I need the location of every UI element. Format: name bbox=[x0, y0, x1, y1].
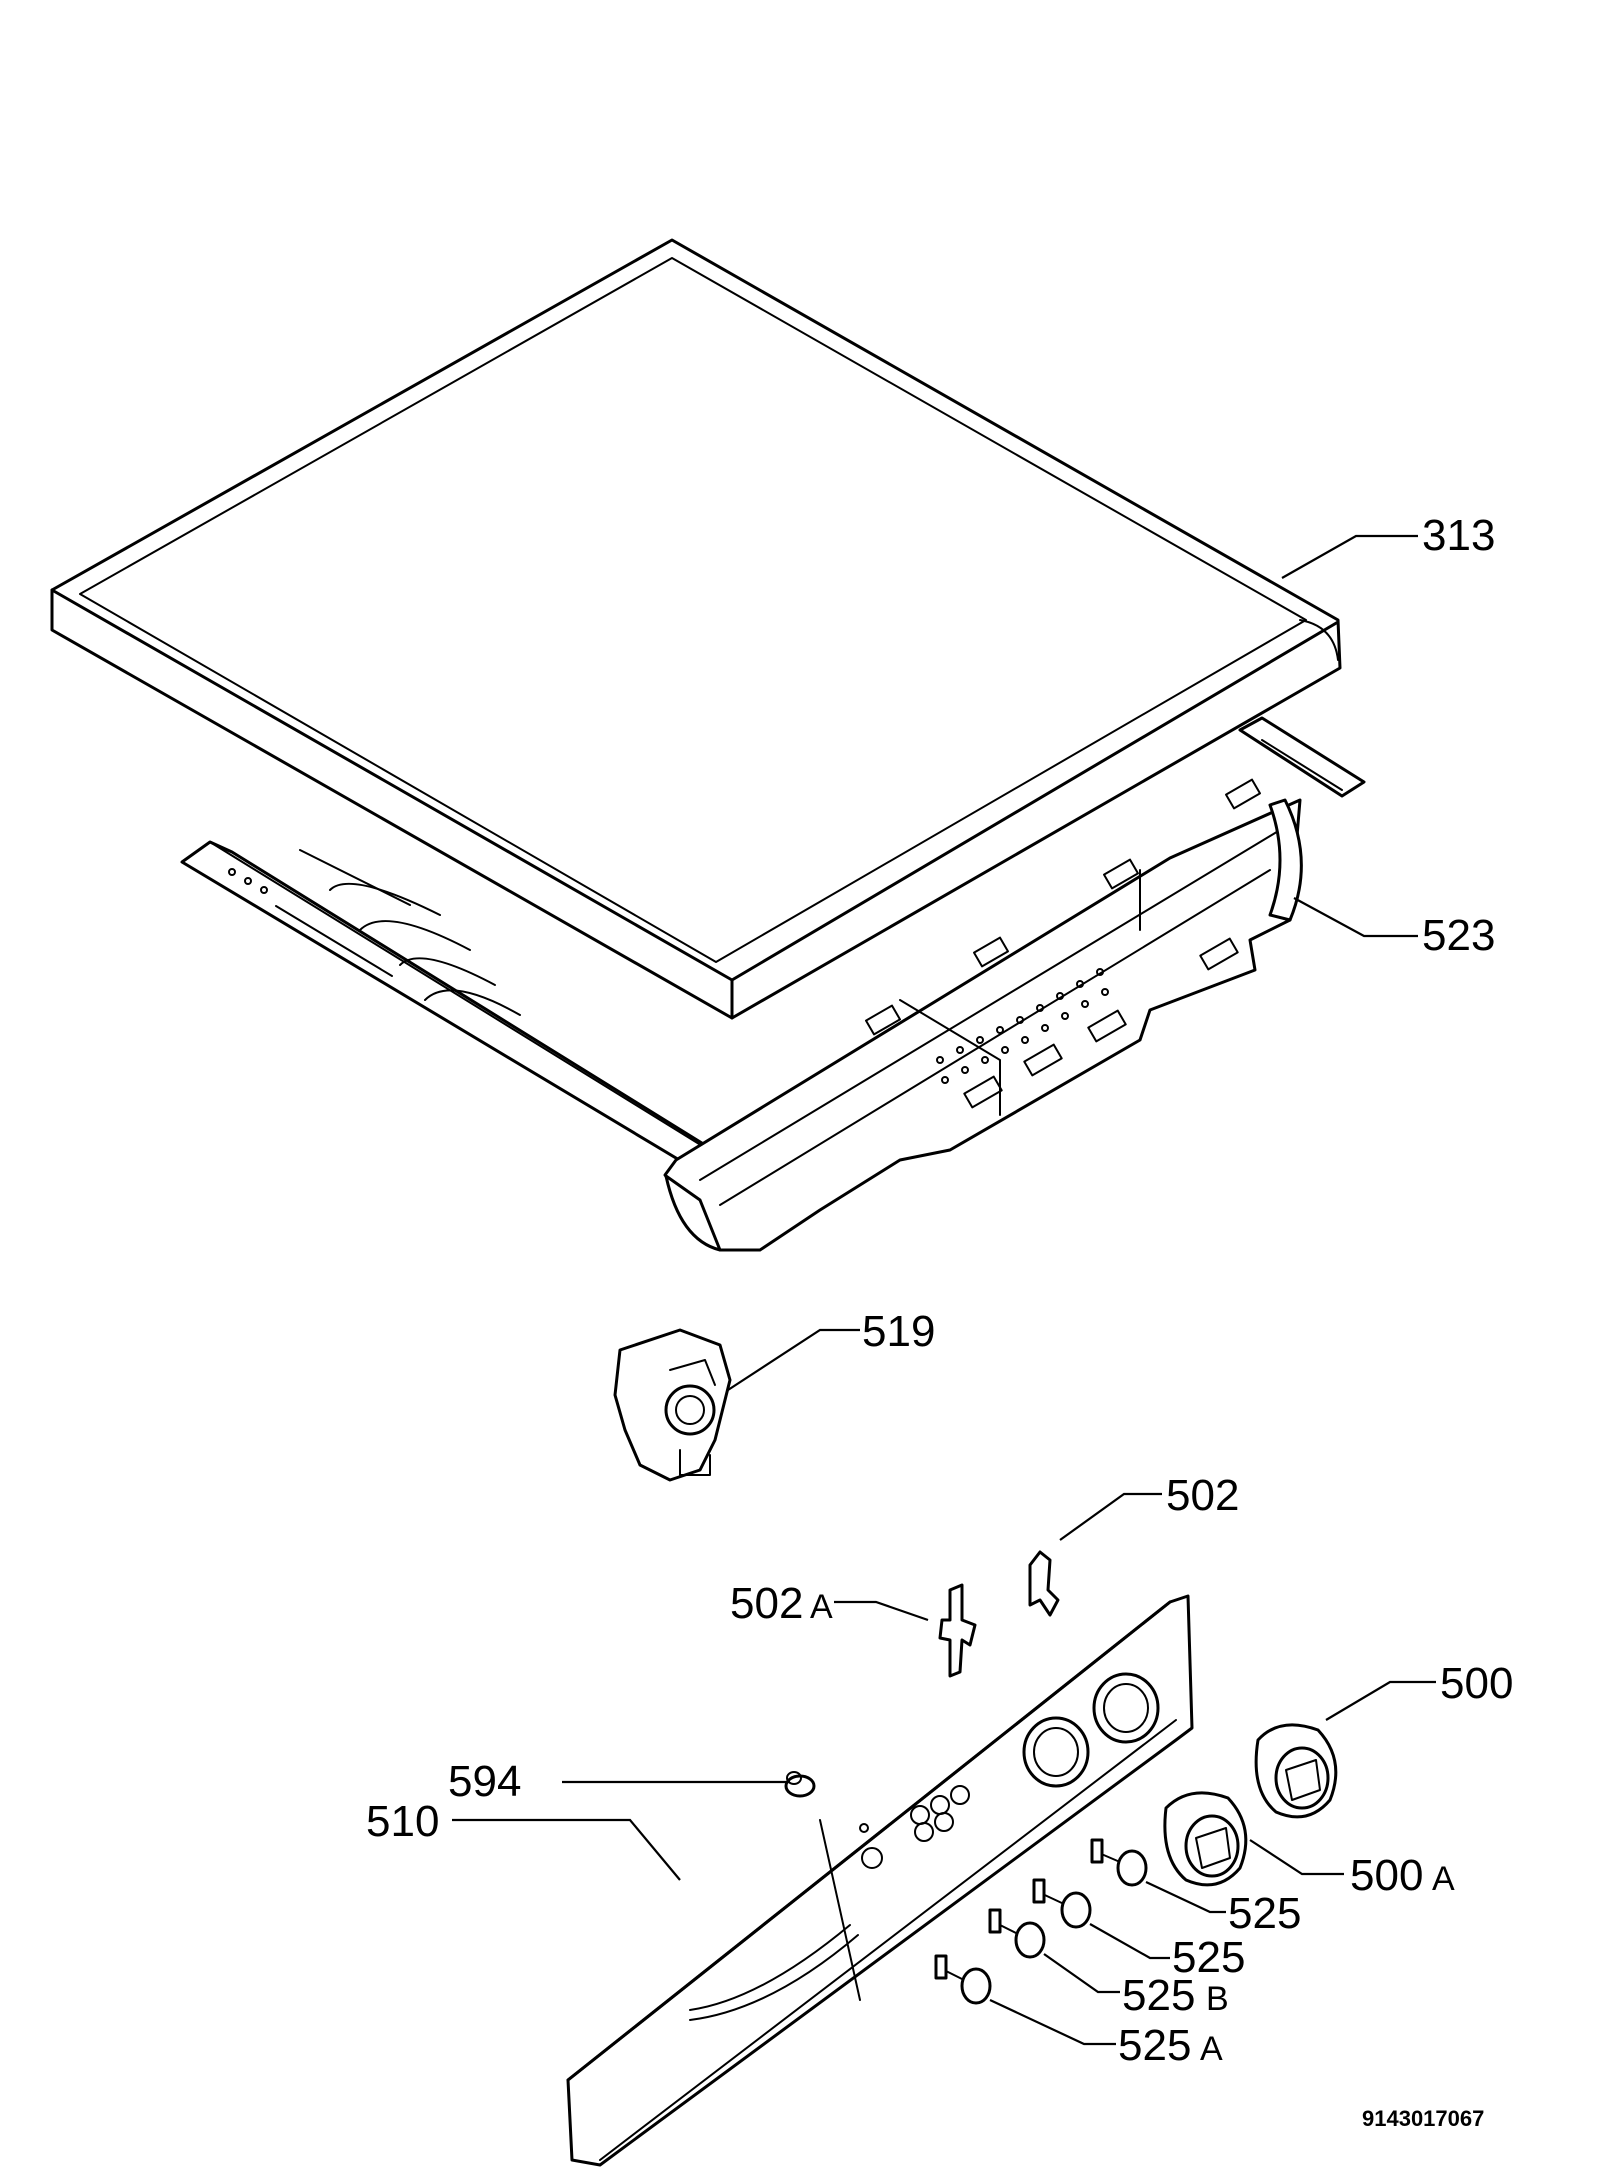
part-594-lamp bbox=[784, 1771, 816, 1798]
label-525b-suffix: B bbox=[1206, 1980, 1229, 2018]
drawing-code: 9143017067 bbox=[1362, 2106, 1484, 2131]
vent-holes bbox=[936, 968, 1109, 1084]
label-525-first: 525 bbox=[1228, 1889, 1301, 1938]
label-525a-suffix: A bbox=[1200, 2030, 1223, 2068]
leader-lines bbox=[452, 534, 1436, 2046]
label-525-second: 525 bbox=[1172, 1933, 1245, 1982]
label-502a-number: 502 bbox=[730, 1579, 803, 1628]
part-525-button-2 bbox=[1032, 1878, 1092, 1929]
label-313: 313 bbox=[1422, 511, 1495, 560]
label-594: 594 bbox=[448, 1757, 521, 1806]
label-525b-number: 525 bbox=[1122, 1971, 1195, 2020]
part-510-control-panel bbox=[566, 1594, 1194, 2167]
label-502: 502 bbox=[1166, 1471, 1239, 1520]
part-500a-knob bbox=[1163, 1791, 1248, 1887]
part-313-top-lid bbox=[50, 238, 1342, 1020]
label-500a-number: 500 bbox=[1350, 1851, 1423, 1900]
label-525a-number: 525 bbox=[1118, 2021, 1191, 2070]
part-519-bracket bbox=[613, 1328, 732, 1482]
part-502-clip bbox=[1028, 1550, 1060, 1617]
label-519: 519 bbox=[862, 1307, 935, 1356]
label-510: 510 bbox=[366, 1797, 439, 1846]
part-525-button-1 bbox=[1090, 1838, 1148, 1887]
label-523: 523 bbox=[1422, 911, 1495, 960]
label-500a-suffix: A bbox=[1432, 1860, 1455, 1898]
label-502a-suffix: A bbox=[810, 1588, 833, 1626]
part-525a-button bbox=[934, 1954, 992, 2005]
part-502a-clip bbox=[938, 1583, 977, 1678]
part-500-knob bbox=[1254, 1723, 1338, 1819]
part-523-frame bbox=[180, 716, 1366, 1252]
label-500: 500 bbox=[1440, 1659, 1513, 1708]
part-525b-button bbox=[988, 1908, 1046, 1959]
